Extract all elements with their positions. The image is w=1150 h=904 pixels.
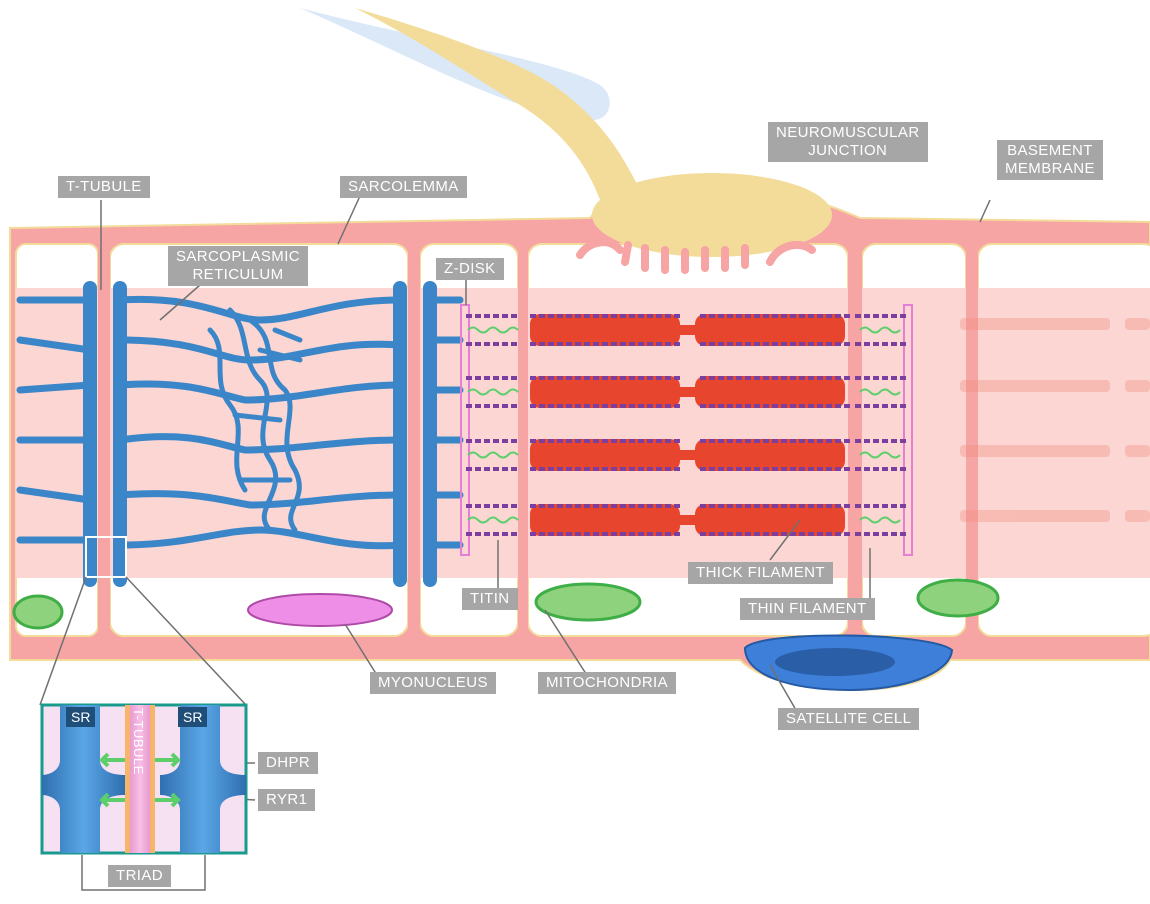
label-triad: TRIAD [108, 865, 171, 887]
label-myonucleus: MYONUCLEUS [370, 672, 496, 694]
inset-sr-left: SR [66, 707, 95, 727]
label-sarcolemma: SARCOLEMMA [340, 176, 467, 198]
thick-filament-core [685, 515, 725, 525]
inset-sr-right: SR [178, 707, 207, 727]
thick-filament-core [685, 387, 725, 397]
label-mitochondria: MITOCHONDRIA [538, 672, 676, 694]
label-ryr1: RYR1 [258, 789, 315, 811]
myonucleus-shape [248, 594, 392, 626]
label-thick-filament: THICK FILAMENT [688, 562, 833, 584]
satellite-cell-shape [745, 635, 952, 690]
thick-filament [530, 376, 680, 408]
nerve-axon [300, 8, 640, 200]
inset-t-tubule-label: T-TUBULE [131, 708, 146, 775]
thick-filament [530, 439, 680, 471]
thick-filament [530, 504, 680, 536]
label-t-tubule: T-TUBULE [58, 176, 150, 198]
label-thin-filament: THIN FILAMENT [740, 598, 875, 620]
label-satellite-cell: SATELLITE CELL [778, 708, 919, 730]
label-dhpr: DHPR [258, 752, 318, 774]
thick-filament-core [685, 325, 725, 335]
label-titin: TITIN [462, 588, 518, 610]
label-z-disk: Z-DISK [436, 258, 504, 280]
thick-filament [530, 314, 680, 346]
thick-filament-core [685, 450, 725, 460]
